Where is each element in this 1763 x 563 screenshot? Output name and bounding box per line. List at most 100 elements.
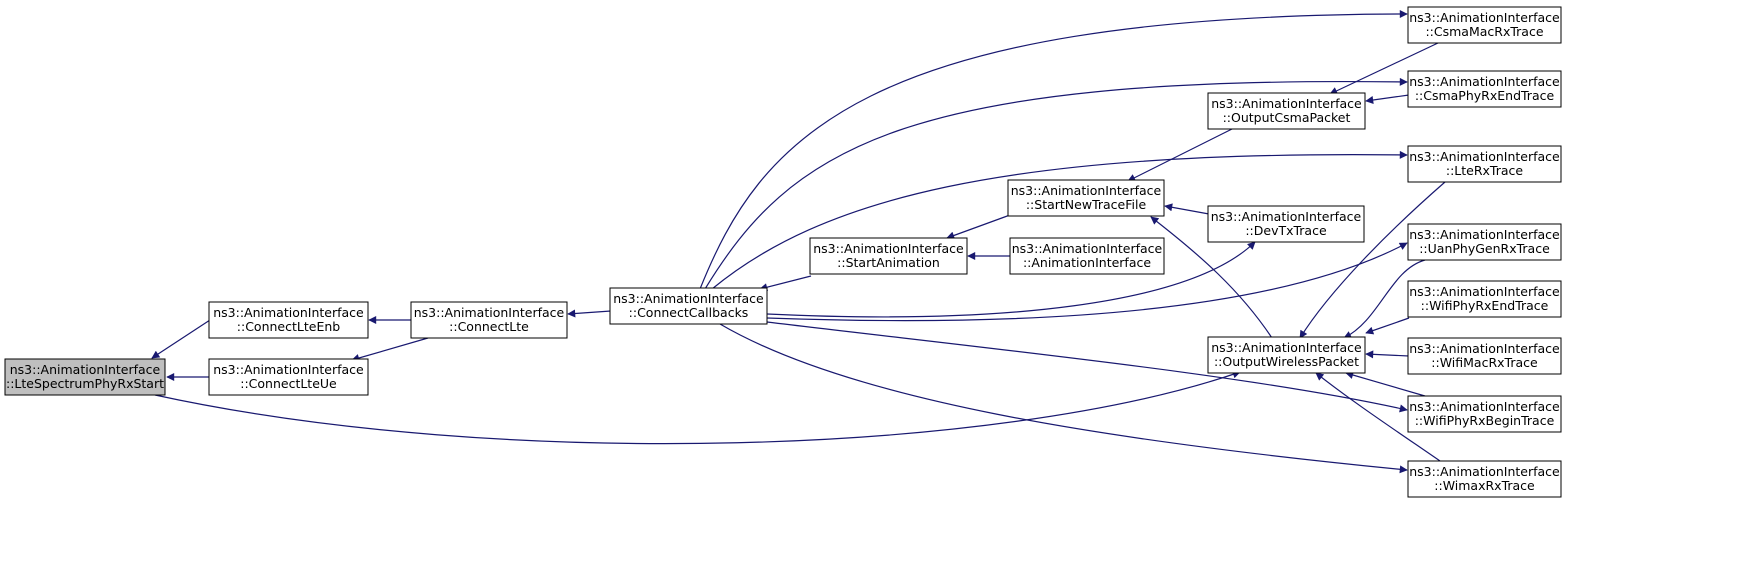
node-box: [1407, 70, 1562, 108]
node-label-line1: ns3::AnimationInterface: [1011, 183, 1162, 198]
node-lteSpectrum[interactable]: ns3::AnimationInterface::LteSpectrumPhyR…: [4, 358, 166, 396]
node-label-line2: ::ConnectCallbacks: [629, 305, 749, 320]
node-box: [809, 237, 968, 275]
node-box: [1207, 336, 1366, 374]
node-outputCsmaPacket[interactable]: ns3::AnimationInterface::OutputCsmaPacke…: [1207, 92, 1366, 130]
node-box: [1407, 280, 1562, 318]
node-csmaPhyRxEndTrace[interactable]: ns3::AnimationInterface::CsmaPhyRxEndTra…: [1407, 70, 1562, 108]
node-box: [410, 301, 568, 339]
node-label-line2: ::DevTxTrace: [1245, 223, 1327, 238]
node-label-line2: ::ConnectLteUe: [240, 376, 337, 391]
node-box: [1207, 205, 1365, 243]
node-label-line2: ::WifiPhyRxBeginTrace: [1415, 413, 1555, 428]
edge-connectCallbacks-to-devTxTrace: [766, 241, 1256, 318]
node-label-line2: ::WimaxRxTrace: [1434, 478, 1535, 493]
edge-startAnimation-to-connectCallbacks: [759, 275, 812, 292]
node-startNewTraceFile[interactable]: ns3::AnimationInterface::StartNewTraceFi…: [1007, 179, 1165, 217]
node-box: [208, 301, 369, 339]
edge-outputWirelessPacket-to-lteSpectrum: [154, 370, 1241, 445]
node-label-line1: ns3::AnimationInterface: [1409, 341, 1560, 356]
node-label-line2: ::AnimationInterface: [1023, 255, 1151, 270]
node-label-line2: ::OutputWirelessPacket: [1214, 354, 1359, 369]
node-label-line1: ns3::AnimationInterface: [10, 362, 161, 377]
node-connectLteEnb[interactable]: ns3::AnimationInterface::ConnectLteEnb: [208, 301, 369, 339]
edge-connectCallbacks-to-wimaxRxTrace: [719, 323, 1408, 474]
edge-devTxTrace-to-startNewTraceFile: [1164, 203, 1210, 215]
node-label-line1: ns3::AnimationInterface: [1409, 284, 1560, 299]
node-label-line2: ::StartNewTraceFile: [1026, 197, 1147, 212]
node-wimaxRxTrace[interactable]: ns3::AnimationInterface::WimaxRxTrace: [1407, 460, 1562, 498]
node-outputWirelessPacket[interactable]: ns3::AnimationInterface::OutputWirelessP…: [1207, 336, 1366, 374]
node-label-line2: ::WifiMacRxTrace: [1431, 355, 1538, 370]
node-uanPhyGenRxTrace[interactable]: ns3::AnimationInterface::UanPhyGenRxTrac…: [1407, 223, 1562, 261]
node-label-line1: ns3::AnimationInterface: [613, 291, 764, 306]
node-devTxTrace[interactable]: ns3::AnimationInterface::DevTxTrace: [1207, 205, 1365, 243]
edge-csmaMacRxTrace-to-outputCsmaPacket: [1329, 42, 1439, 95]
node-label-line2: ::WifiPhyRxEndTrace: [1421, 298, 1549, 313]
node-label-line1: ns3::AnimationInterface: [414, 305, 565, 320]
node-box: [208, 358, 369, 396]
node-box: [1407, 460, 1562, 498]
node-box: [1407, 337, 1562, 375]
node-animationInterface[interactable]: ns3::AnimationInterface::AnimationInterf…: [1009, 237, 1165, 275]
node-label-line1: ns3::AnimationInterface: [1409, 464, 1560, 479]
edge-connectLteEnb-to-lteSpectrum: [151, 319, 211, 359]
edge-wifiPhyRxBeginTrace-to-outputWirelessPacket: [1345, 371, 1426, 397]
edge-wifiMacRxTrace-to-outputWirelessPacket: [1365, 350, 1410, 359]
node-label-line1: ns3::AnimationInterface: [1409, 74, 1560, 89]
edge-connectLte-to-connectLteUe: [351, 337, 429, 362]
edges-layer: [151, 10, 1446, 474]
node-box: [1407, 145, 1562, 183]
edge-outputCsmaPacket-to-startNewTraceFile: [1127, 128, 1233, 182]
node-wifiPhyRxBeginTrace[interactable]: ns3::AnimationInterface::WifiPhyRxBeginT…: [1407, 395, 1562, 433]
edge-wimaxRxTrace-to-outputWirelessPacket: [1315, 372, 1441, 462]
edge-csmaPhyRxEndTrace-to-outputCsmaPacket: [1365, 94, 1410, 104]
edge-connectCallbacks-to-wifiPhyRxBeginTrace: [766, 321, 1408, 413]
edge-connectCallbacks-to-uanPhyGenRxTrace: [766, 242, 1408, 322]
edge-wifiPhyRxEndTrace-to-outputWirelessPacket: [1365, 317, 1410, 335]
edge-connectCallbacks-to-connectLte: [567, 309, 612, 318]
node-box: [609, 287, 768, 325]
node-label-line1: ns3::AnimationInterface: [1409, 10, 1560, 25]
edge-outputWirelessPacket-to-startNewTraceFile: [1150, 216, 1273, 339]
node-connectLte[interactable]: ns3::AnimationInterface::ConnectLte: [410, 301, 568, 339]
node-box: [4, 358, 166, 396]
node-connectLteUe[interactable]: ns3::AnimationInterface::ConnectLteUe: [208, 358, 369, 396]
node-box: [1407, 395, 1562, 433]
node-label-line2: ::LteRxTrace: [1446, 163, 1524, 178]
node-wifiPhyRxEndTrace[interactable]: ns3::AnimationInterface::WifiPhyRxEndTra…: [1407, 280, 1562, 318]
node-box: [1407, 6, 1562, 44]
node-connectCallbacks[interactable]: ns3::AnimationInterface::ConnectCallback…: [609, 287, 768, 325]
edge-connectCallbacks-to-lteRxTrace: [711, 150, 1408, 290]
edge-uanPhyGenRxTrace-to-outputWirelessPacket: [1343, 259, 1426, 339]
edge-startNewTraceFile-to-startAnimation: [946, 214, 1011, 240]
node-label-line2: ::StartAnimation: [837, 255, 940, 270]
node-label-line1: ns3::AnimationInterface: [1211, 96, 1362, 111]
node-label-line2: ::ConnectLte: [449, 319, 529, 334]
node-label-line1: ns3::AnimationInterface: [1211, 209, 1362, 224]
node-label-line2: ::UanPhyGenRxTrace: [1419, 241, 1550, 256]
node-label-line1: ns3::AnimationInterface: [1211, 340, 1362, 355]
node-label-line1: ns3::AnimationInterface: [213, 305, 364, 320]
node-label-line1: ns3::AnimationInterface: [1409, 227, 1560, 242]
nodes-layer: ns3::AnimationInterface::LteSpectrumPhyR…: [4, 6, 1562, 498]
node-box: [1009, 237, 1165, 275]
node-label-line2: ::CsmaPhyRxEndTrace: [1415, 88, 1555, 103]
node-label-line1: ns3::AnimationInterface: [213, 362, 364, 377]
edge-connectCallbacks-to-csmaMacRxTrace: [699, 10, 1408, 290]
node-label-line2: ::CsmaMacRxTrace: [1425, 24, 1543, 39]
node-label-line1: ns3::AnimationInterface: [813, 241, 964, 256]
node-wifiMacRxTrace[interactable]: ns3::AnimationInterface::WifiMacRxTrace: [1407, 337, 1562, 375]
node-label-line2: ::LteSpectrumPhyRxStart: [6, 376, 164, 391]
node-box: [1407, 223, 1562, 261]
node-startAnimation[interactable]: ns3::AnimationInterface::StartAnimation: [809, 237, 968, 275]
edge-lteRxTrace-to-outputWirelessPacket: [1299, 181, 1446, 339]
node-lteRxTrace[interactable]: ns3::AnimationInterface::LteRxTrace: [1407, 145, 1562, 183]
node-label-line1: ns3::AnimationInterface: [1409, 399, 1560, 414]
node-csmaMacRxTrace[interactable]: ns3::AnimationInterface::CsmaMacRxTrace: [1407, 6, 1562, 44]
node-label-line1: ns3::AnimationInterface: [1409, 149, 1560, 164]
node-label-line1: ns3::AnimationInterface: [1012, 241, 1163, 256]
edge-connectCallbacks-to-csmaPhyRxEndTrace: [704, 77, 1408, 290]
node-box: [1007, 179, 1165, 217]
